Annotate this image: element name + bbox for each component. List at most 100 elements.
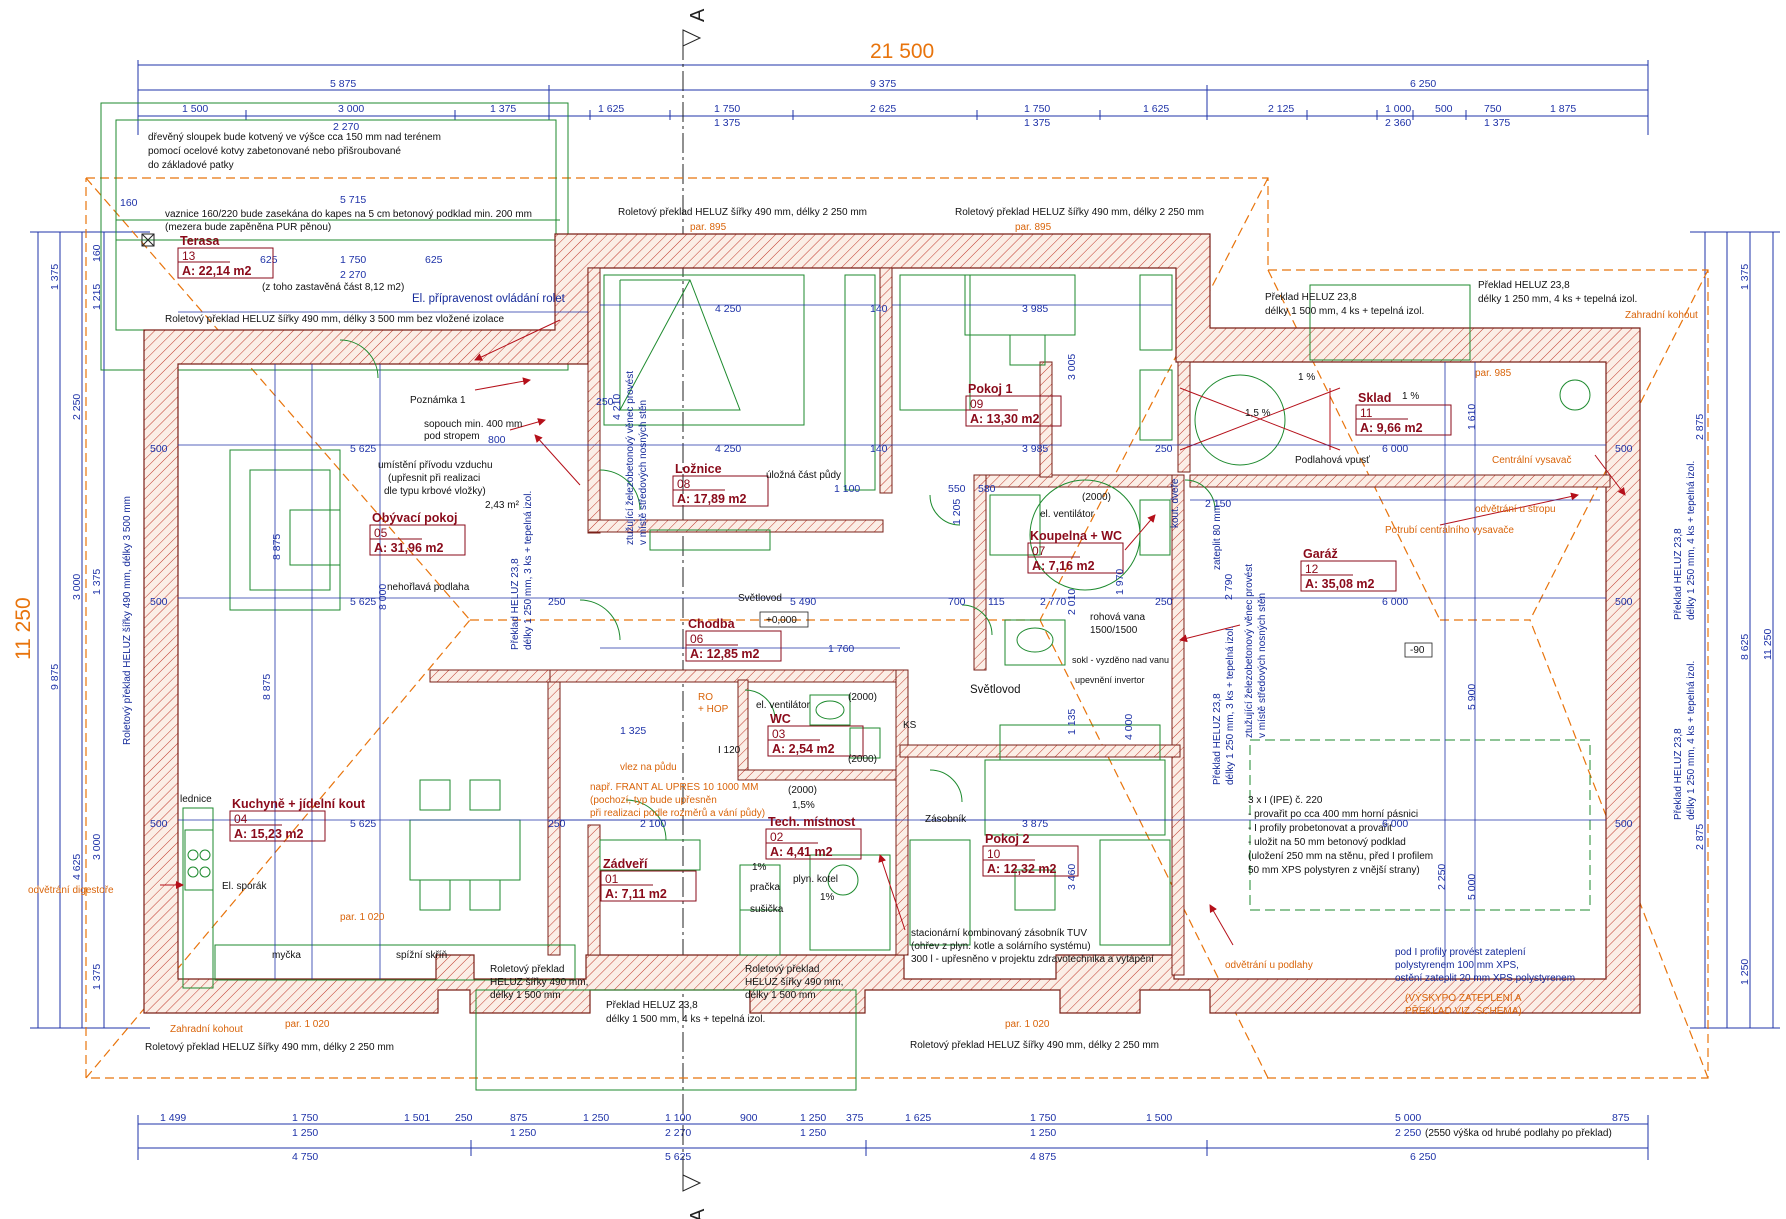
dim-right-5: 2 875 — [1694, 824, 1706, 850]
room-name: Garáž — [1303, 547, 1338, 561]
dim-bot-r2-4: 6 250 — [1410, 1151, 1436, 1163]
top-notes: Roletový překlad HELUZ šířky 490 mm, dél… — [618, 207, 1698, 379]
dim-bot-6: 1 250 — [583, 1112, 609, 1124]
dim-115: 115 — [988, 596, 1005, 608]
dim-bot-10: 375 — [846, 1112, 864, 1124]
dim-700: 700 — [948, 596, 966, 608]
note-par895-1: par. 895 — [690, 222, 727, 233]
room-name: Zádveří — [603, 857, 648, 871]
room-name: Sklad — [1358, 391, 1391, 405]
dim-left-2: 1 215 — [91, 284, 103, 310]
note-ks: KS — [903, 720, 917, 731]
dim-left-10: 4 625 — [71, 854, 83, 880]
note-tech-2000: (2000) — [788, 785, 817, 796]
room-number: 10 — [987, 847, 1001, 861]
note-level-90: -90 — [1410, 645, 1425, 656]
room-number: 09 — [970, 397, 984, 411]
note-rolv-left: Roletový překlad HELUZ šířky 490 mm, dél… — [122, 496, 133, 745]
dim-500-d: 500 — [1615, 443, 1633, 455]
dim-6000-b: 6 000 — [1382, 596, 1408, 608]
dim-left-4: 2 250 — [71, 394, 83, 420]
dim-bot-r2-1: 4 750 — [292, 1151, 318, 1163]
dim-1325: 1 325 — [620, 725, 646, 737]
room-area: A: 2,54 m2 — [772, 742, 835, 756]
note-potrubi: Potrubí centrálního vysavače — [1385, 525, 1514, 536]
note-privod-1: umístění přívodu vzduchu — [378, 460, 493, 471]
dim-bot-sub-3: 2 270 — [665, 1127, 691, 1139]
dim-top-sub-1: 1 375 — [714, 117, 740, 129]
room-area: A: 31,96 m2 — [374, 541, 444, 555]
room-area: A: 15,23 m2 — [234, 827, 304, 841]
note-terasa-1: dřevěný sloupek bude kotvený ve výšce cc… — [148, 132, 441, 143]
dim-3985-b: 3 985 — [1022, 443, 1048, 455]
dim-bot-8: 900 — [740, 1112, 758, 1124]
note-profily-3: ostění zateplit 20 mm XPS polystyrenem — [1395, 973, 1575, 984]
section-label-bottom: A — [687, 1208, 709, 1219]
side-dimension-lines — [30, 231, 1780, 1029]
annotation-lines — [160, 319, 1626, 946]
room-area: A: 13,30 m2 — [970, 412, 1040, 426]
dim-5625-c: 5 625 — [350, 818, 376, 830]
note-nehorlava: nehořlavá podlaha — [387, 582, 470, 593]
room-area: A: 12,32 m2 — [987, 862, 1057, 876]
note-ipe-6: 50 mm XPS polystyren z vnější strany) — [1248, 865, 1420, 876]
note-vlez: vlez na půdu — [620, 761, 677, 773]
note-roletovy-kuch: Roletový překlad HELUZ šířky 490 mm, dél… — [145, 1042, 394, 1053]
bottom-dimension-lines — [137, 1115, 1649, 1160]
dim-3875: 3 875 — [1022, 818, 1048, 830]
dim-top-r2-8: 1 625 — [1143, 103, 1169, 115]
room-label-box — [767, 725, 864, 757]
room-label-box — [672, 475, 769, 507]
note-vyskopo-2: PŘEKLAD VIZ. SCHEMA) — [1405, 1004, 1522, 1017]
dim-right-4: 11 250 — [1762, 629, 1774, 660]
dim-250-e: 250 — [1155, 596, 1173, 608]
dim-top-r2-6: 2 625 — [870, 103, 896, 115]
note-terasa-3: do základové patky — [148, 160, 234, 171]
dim-3985-a: 3 985 — [1022, 303, 1048, 315]
note-poznamka: Poznámka 1 — [410, 395, 466, 406]
note-ztuzujici-1: ztužující železobetonový věnec provést — [625, 371, 636, 545]
dim-1970: 1 970 — [1114, 569, 1126, 595]
note-odvetrani-podlahy: odvětrání u podlahy — [1225, 960, 1313, 971]
dim-top-r2-11: 500 — [1435, 103, 1453, 115]
room-label-box — [1355, 404, 1452, 436]
dim-right-3: 8 625 — [1739, 634, 1751, 660]
dim-2790: 2 790 — [1223, 574, 1235, 600]
note-odvetrani-digestore: odvětrání digestoře — [28, 885, 114, 896]
dim-top-2: 9 375 — [870, 78, 896, 90]
note-par1020-1: par. 1 020 — [340, 912, 385, 923]
note-rohova-2: 1500/1500 — [1090, 625, 1138, 636]
dim-top-r2-10: 1 000 — [1385, 103, 1411, 115]
dim-bot-1: 1 499 — [160, 1112, 186, 1124]
dim-right-10: 2 250 — [1436, 864, 1448, 890]
vertical-notes: Roletový překlad HELUZ šířky 490 mm, dél… — [122, 371, 1697, 820]
room-name: Terasa — [180, 234, 220, 248]
room-area: A: 17,89 m2 — [677, 492, 747, 506]
dim-140-b: 140 — [870, 443, 888, 455]
room-label-box — [1300, 560, 1397, 592]
note-mycka: myčka — [272, 950, 301, 961]
note-prekl-right-3: Překlad HELUZ 23,8 — [1673, 728, 1684, 820]
note-prekl-right-2: délky 1 250 mm, 4 ks + tepelná izol. — [1686, 461, 1697, 620]
room-number: 08 — [677, 477, 691, 491]
dim-bot-13: 1 500 — [1146, 1112, 1172, 1124]
room-area: A: 7,16 m2 — [1032, 559, 1095, 573]
dim-500-a: 500 — [150, 443, 168, 455]
bottom-dims-row1: 1 499 1 750 1 501 250 875 1 250 1 100 90… — [160, 1112, 1630, 1139]
dim-top-r2-7: 1 750 — [1024, 103, 1050, 115]
dim-500-f: 500 — [1615, 818, 1633, 830]
room-name: Pokoj 2 — [985, 832, 1030, 846]
dim-2150: 2 150 — [1205, 498, 1231, 510]
svg-text:625: 625 — [425, 254, 443, 266]
note-ztuzujici-2: v místě středových nosných stěn — [638, 400, 649, 545]
room-name: Koupelna + WC — [1030, 529, 1122, 543]
dim-bot-r2-2: 5 625 — [665, 1151, 691, 1163]
note-sopouch: sopouch min. 400 mm — [424, 419, 522, 430]
dim-left-1: 1 375 — [49, 264, 61, 290]
room-number: 04 — [234, 812, 248, 826]
